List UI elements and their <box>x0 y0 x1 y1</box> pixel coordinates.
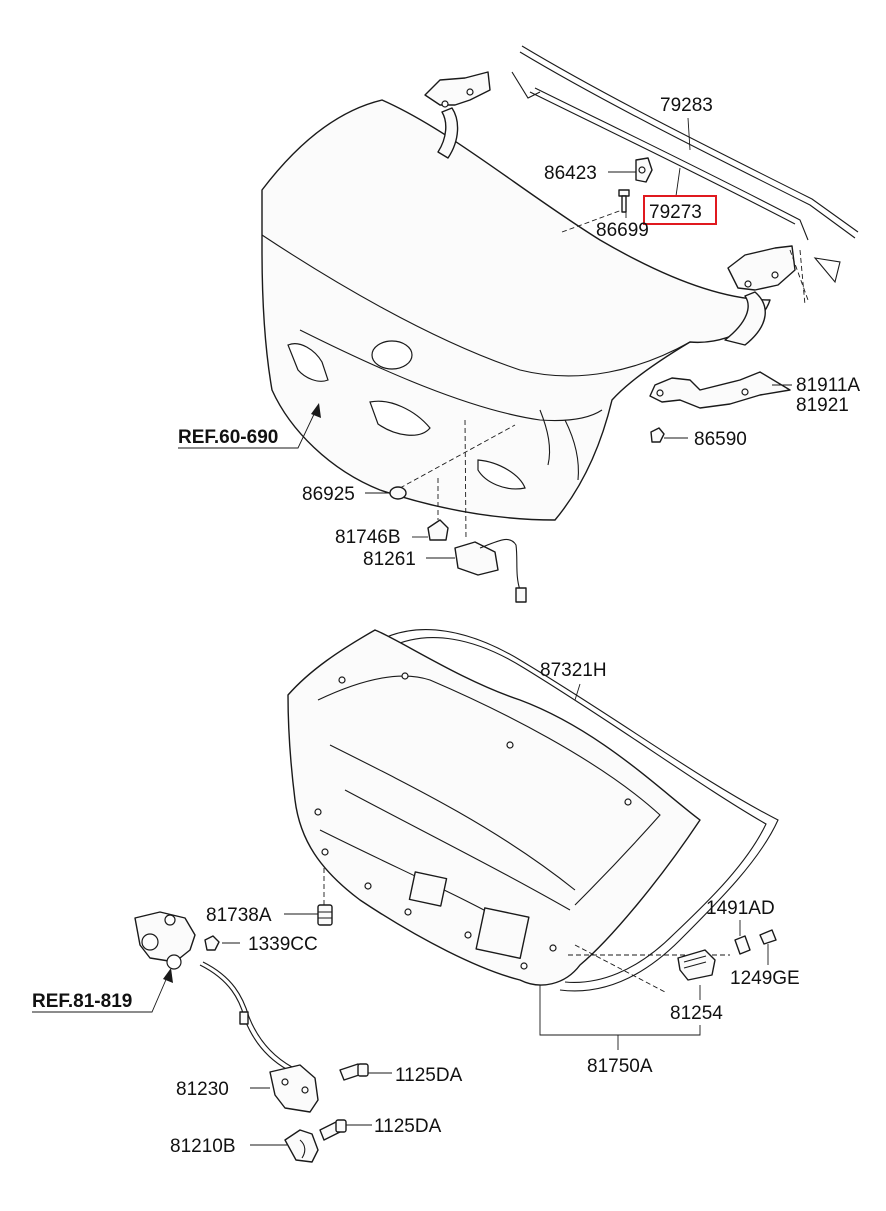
clip-1491AD <box>734 935 751 955</box>
label-86925[interactable]: 86925 <box>302 484 355 505</box>
label-81750A[interactable]: 81750A <box>587 1056 653 1077</box>
cable-81230 <box>199 961 293 1071</box>
label-87321H[interactable]: 87321H <box>540 660 607 681</box>
garnish-81911A <box>649 371 791 409</box>
weatherstrip-87321H <box>379 629 779 992</box>
torsion-bar-79273 <box>529 87 841 284</box>
trunk-lid <box>261 99 771 521</box>
trim-panel <box>287 629 701 986</box>
label-86699[interactable]: 86699 <box>596 220 649 241</box>
bracket-81746B <box>427 519 449 541</box>
torsion-bar-79283 <box>511 45 859 239</box>
label-86423[interactable]: 86423 <box>544 163 597 184</box>
handle-81254 <box>677 949 716 981</box>
actuator-assembly <box>134 911 196 970</box>
bolt-86699 <box>618 189 630 213</box>
nut-86590 <box>650 427 665 443</box>
leader-lines <box>222 117 792 1146</box>
label-81261[interactable]: 81261 <box>363 549 416 570</box>
ref-81-819[interactable]: REF.81-819 <box>32 991 132 1012</box>
nut-1339CC <box>204 935 220 951</box>
highlight-box-79273 <box>643 195 717 225</box>
screw-1249GE <box>759 929 777 945</box>
label-79283[interactable]: 79283 <box>660 95 713 116</box>
latch-81230 <box>269 1064 319 1113</box>
label-1125DA-lower[interactable]: 1125DA <box>374 1116 442 1137</box>
plug-86925 <box>389 486 407 500</box>
bolt-1125DA-lower <box>319 1119 347 1141</box>
label-1491AD[interactable]: 1491AD <box>706 898 775 919</box>
ref-arrow-60-690 <box>178 403 321 449</box>
label-81911A[interactable]: 81911A <box>796 375 860 396</box>
label-79273[interactable]: 79273 <box>649 202 702 223</box>
label-81254[interactable]: 81254 <box>670 1003 723 1024</box>
label-1249GE[interactable]: 1249GE <box>730 968 800 989</box>
ref-60-690[interactable]: REF.60-690 <box>178 427 278 448</box>
label-81230[interactable]: 81230 <box>176 1079 229 1100</box>
ref-arrow-81-819 <box>32 968 173 1013</box>
label-86590[interactable]: 86590 <box>694 429 747 450</box>
label-1339CC[interactable]: 1339CC <box>248 934 318 955</box>
striker-81210B <box>284 1129 319 1163</box>
bolt-1125DA-upper <box>339 1063 369 1081</box>
label-81921[interactable]: 81921 <box>796 395 849 416</box>
hinge-left <box>424 71 491 159</box>
label-81746B[interactable]: 81746B <box>335 527 401 548</box>
switch-81261 <box>454 538 527 603</box>
hinge-right <box>724 245 796 346</box>
bumper-81738A <box>317 904 333 926</box>
label-1125DA-upper[interactable]: 1125DA <box>395 1065 463 1086</box>
label-81738A[interactable]: 81738A <box>206 905 272 926</box>
label-81210B[interactable]: 81210B <box>170 1136 236 1157</box>
clip-86423 <box>635 157 653 183</box>
